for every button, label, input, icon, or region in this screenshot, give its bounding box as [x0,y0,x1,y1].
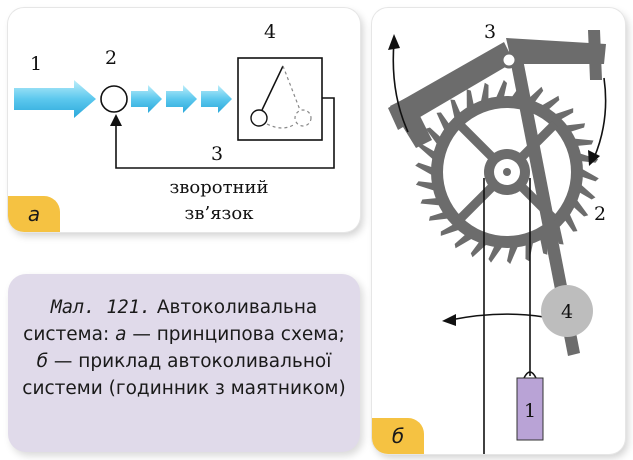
flow-arrow-1 [131,85,162,113]
anchor-right-pallet [588,30,602,80]
pendulum-arc [266,123,296,129]
label-4: 4 [264,21,276,43]
wheel-tooth [415,162,434,176]
wheel-tooth [572,198,589,217]
feedback-line [115,97,335,169]
scheme-diagram: 1 2 3 4 зворотний зв’язок [14,21,335,224]
label-2: 2 [105,47,117,69]
swing-arrow-left [392,41,409,133]
escape-wheel-rim [431,96,583,248]
wheel-tooth [495,80,508,99]
wheel-tooth [578,183,596,200]
wheel-tooth [418,144,436,161]
label-b-4: 4 [561,301,573,323]
wheel-tooth [488,244,503,263]
caption-letter-b: б [36,351,49,372]
panel-principle-scheme: 1 2 3 4 зворотний зв’язок а [8,8,360,232]
wheel-tooth [480,82,489,103]
flow-arrow-2 [166,85,197,113]
panel-a-tag: а [8,196,60,232]
wheel-tooth [573,138,594,147]
anchor-pivot [500,51,518,69]
wheel-tooth [506,245,519,264]
feedback-label-line2: зв’язок [185,203,255,224]
pendulum-rod [261,65,284,111]
anchor-left-arm [388,42,514,130]
caption-text: Мал. 121. Автоколивальна система: а — пр… [22,294,346,402]
wheel-tooth [420,197,441,206]
pendulum-rod-b [509,54,580,356]
caption-title: Автоколивальна система: [23,297,318,345]
caption-figure-number: Мал. 121. [50,297,151,318]
swing-arrow-right [593,77,607,159]
label-b-3: 3 [484,21,496,43]
label-b-1: 1 [524,400,536,422]
wheel-tooth [415,181,436,191]
energy-input-arrow [14,80,96,118]
swing-arrowhead-left [388,34,400,50]
weight-hook [523,371,537,379]
swing-arrowhead-right [588,150,600,166]
panel-b-tag: б [372,418,424,454]
pendulum-swing-ghost [282,65,301,111]
caption-b-text: — приклад автоколивальної системи (годин… [22,351,346,399]
label-3: 3 [211,143,223,165]
caption-letter-a: а [115,324,127,345]
wheel-hub-center [503,168,511,176]
figure-caption: Мал. 121. Автоколивальна система: а — пр… [8,274,360,452]
feedback-arrowhead [110,114,122,126]
pendulum-swing-arrowhead [442,314,456,326]
label-b-2: 2 [594,203,606,225]
caption-a-text: — принципова схема; [126,324,345,345]
flow-arrow-3 [201,85,232,113]
panel-clock-example: 3 2 4 1 б [372,8,625,454]
pendulum-bob [250,109,268,127]
pendulum-bob-ghost [294,109,312,127]
pendulum-swing-arrow [449,313,545,321]
weight-block [516,377,544,441]
label-1: 1 [30,53,42,75]
anchor-right-arm [506,38,606,64]
wheel-tooth [425,127,442,146]
escapement-diagram: 3 2 4 1 [388,21,607,454]
wheel-tooth [580,168,599,182]
feedback-label-line1: зворотний [169,177,268,198]
pendulum-bob-b [541,285,593,337]
valve-circle [100,85,128,113]
